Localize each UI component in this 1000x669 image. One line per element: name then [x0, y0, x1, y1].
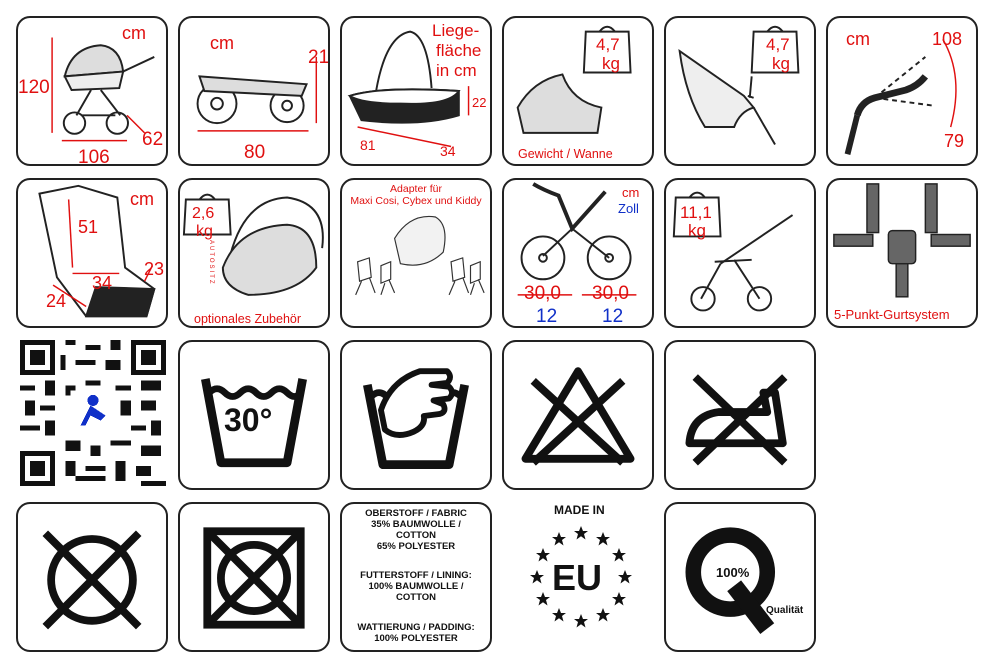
- caption: Gewicht / Wanne: [518, 147, 613, 161]
- padding-line-2: 100% POLYESTER: [374, 633, 458, 644]
- quality-label: Qualität: [766, 605, 804, 616]
- unit-label: cm: [846, 29, 870, 49]
- handle-min: 79: [944, 131, 965, 151]
- tile-no-bleach: [502, 340, 654, 490]
- weight-unit: kg: [196, 223, 213, 240]
- lining-line-2: 100% BAUMWOLLE /: [368, 581, 464, 592]
- title-line-1: Liege-: [432, 21, 480, 40]
- weight-value: 2,6: [192, 205, 215, 222]
- wash-30-icon: [201, 378, 307, 468]
- rear-wheel-cm: 30,0: [592, 283, 629, 304]
- no-dry-clean-icon: [203, 527, 305, 629]
- length-value: 81: [360, 137, 376, 153]
- caption: optionales Zubehör: [194, 312, 302, 326]
- unit-label: cm: [210, 33, 234, 53]
- stroller-icon: [672, 191, 794, 312]
- wash-temperature: 30°: [224, 402, 273, 438]
- weight-unit: kg: [772, 54, 790, 73]
- caption: 5-Punkt-Gurtsystem: [834, 307, 950, 322]
- height-value: 21: [308, 47, 330, 68]
- vertical-label: AUTOSITZ: [208, 240, 214, 286]
- harness-icon: [833, 183, 971, 298]
- quality-percent: 100%: [716, 565, 750, 580]
- unit-inch: Zoll: [618, 201, 639, 216]
- adapter-icon: [355, 215, 485, 296]
- seat-icon: [678, 25, 800, 146]
- bassinet-icon: [347, 30, 470, 148]
- tile-stroller-weight: 11,1 kg: [664, 178, 816, 328]
- title-line-2: fläche: [436, 41, 482, 60]
- car-seat-icon: [182, 193, 324, 296]
- tile-fabric-composition: OBERSTOFF / FABRIC 35% BAUMWOLLE / COTTO…: [340, 502, 492, 652]
- tile-side-dimensions: cm 80 21: [178, 16, 330, 166]
- padding-line-1: WATTIERUNG / PADDING:: [357, 622, 475, 633]
- tile-seat-weight: 4,7 kg: [664, 16, 816, 166]
- tile-wash-30: 30°: [178, 340, 330, 490]
- side-value: 23: [144, 259, 165, 279]
- unit-label: cm: [122, 23, 146, 43]
- carrycot-icon: [516, 25, 632, 134]
- handle-max: 108: [932, 29, 963, 49]
- fabric-line-1: OBERSTOFF / FABRIC: [365, 508, 467, 519]
- made-in-eu: MADE IN EU: [508, 502, 654, 652]
- fabric-line-3: COTTON: [396, 530, 436, 541]
- pram-icon: [51, 37, 155, 142]
- tile-seat-dimensions: cm 51 34 24 23: [16, 178, 168, 328]
- made-in-label: MADE IN: [554, 503, 605, 517]
- height-value: 120: [18, 77, 50, 98]
- qr-code: [20, 340, 166, 486]
- tile-wheels: cm Zoll 30,0 30,0 12 12: [502, 178, 654, 328]
- weight-value: 11,1: [680, 203, 712, 222]
- tile-car-seat: 2,6 kg AUTOSITZ optionales Zubehör: [178, 178, 330, 328]
- hand-wash-icon: [363, 368, 469, 470]
- tile-no-tumble-dry: [16, 502, 168, 652]
- wheel-icon: [517, 182, 637, 296]
- quality-q-icon: [685, 527, 776, 634]
- tile-bassinet-area: Liege- fläche in cm 81 34 22: [340, 16, 492, 166]
- width-value: 34: [440, 143, 456, 159]
- rear-wheel-inch: 12: [602, 306, 624, 327]
- fabric-line-2: 35% BAUMWOLLE /: [371, 519, 461, 530]
- depth-value: 24: [46, 291, 67, 311]
- weight-unit: kg: [602, 54, 620, 73]
- stroller-side-icon: [196, 56, 318, 132]
- length-value: 106: [78, 147, 110, 166]
- height-value: 22: [472, 95, 487, 110]
- fabric-line-4: 65% POLYESTER: [376, 541, 456, 552]
- seat-dims-icon: [38, 184, 156, 318]
- unit-cm: cm: [622, 185, 640, 200]
- width-value: 62: [142, 129, 164, 150]
- lining-line-1: FUTTERSTOFF / LINING:: [360, 570, 472, 581]
- weight-value: 4,7: [766, 35, 790, 54]
- tile-quality: Q 100% Qualität: [664, 502, 816, 652]
- tile-adapter: Adapter für Maxi Cosi, Cybex und Kiddy: [340, 178, 492, 328]
- unit-label: cm: [130, 189, 154, 209]
- region-label: EU: [552, 557, 603, 598]
- no-tumble-dry-icon: [42, 530, 142, 630]
- tile-carrycot-weight: 4,7 kg Gewicht / Wanne: [502, 16, 654, 166]
- tile-hand-wash: [340, 340, 492, 490]
- length-value: 80: [244, 142, 266, 163]
- tile-no-dry-clean: [178, 502, 330, 652]
- adapter-line-2: Maxi Cosi, Cybex und Kiddy: [350, 195, 482, 207]
- tile-handle-height: cm 108 79: [826, 16, 978, 166]
- tile-harness: 5-Punkt-Gurtsystem: [826, 178, 978, 328]
- tile-no-iron: [664, 340, 816, 490]
- no-iron-icon: [685, 374, 788, 466]
- adapter-line-1: Adapter für: [390, 183, 442, 195]
- handle-icon: [844, 39, 957, 155]
- seat-value: 34: [92, 273, 113, 293]
- tile-pram-dimensions: cm 120 106 62: [16, 16, 168, 166]
- no-bleach-icon: [521, 367, 635, 466]
- weight-value: 4,7: [596, 35, 620, 54]
- title-line-3: in cm: [436, 61, 477, 80]
- weight-unit: kg: [688, 221, 706, 240]
- back-value: 51: [78, 217, 99, 237]
- front-wheel-inch: 12: [536, 306, 558, 327]
- front-wheel-cm: 30,0: [524, 283, 561, 304]
- lining-line-3: COTTON: [396, 592, 436, 603]
